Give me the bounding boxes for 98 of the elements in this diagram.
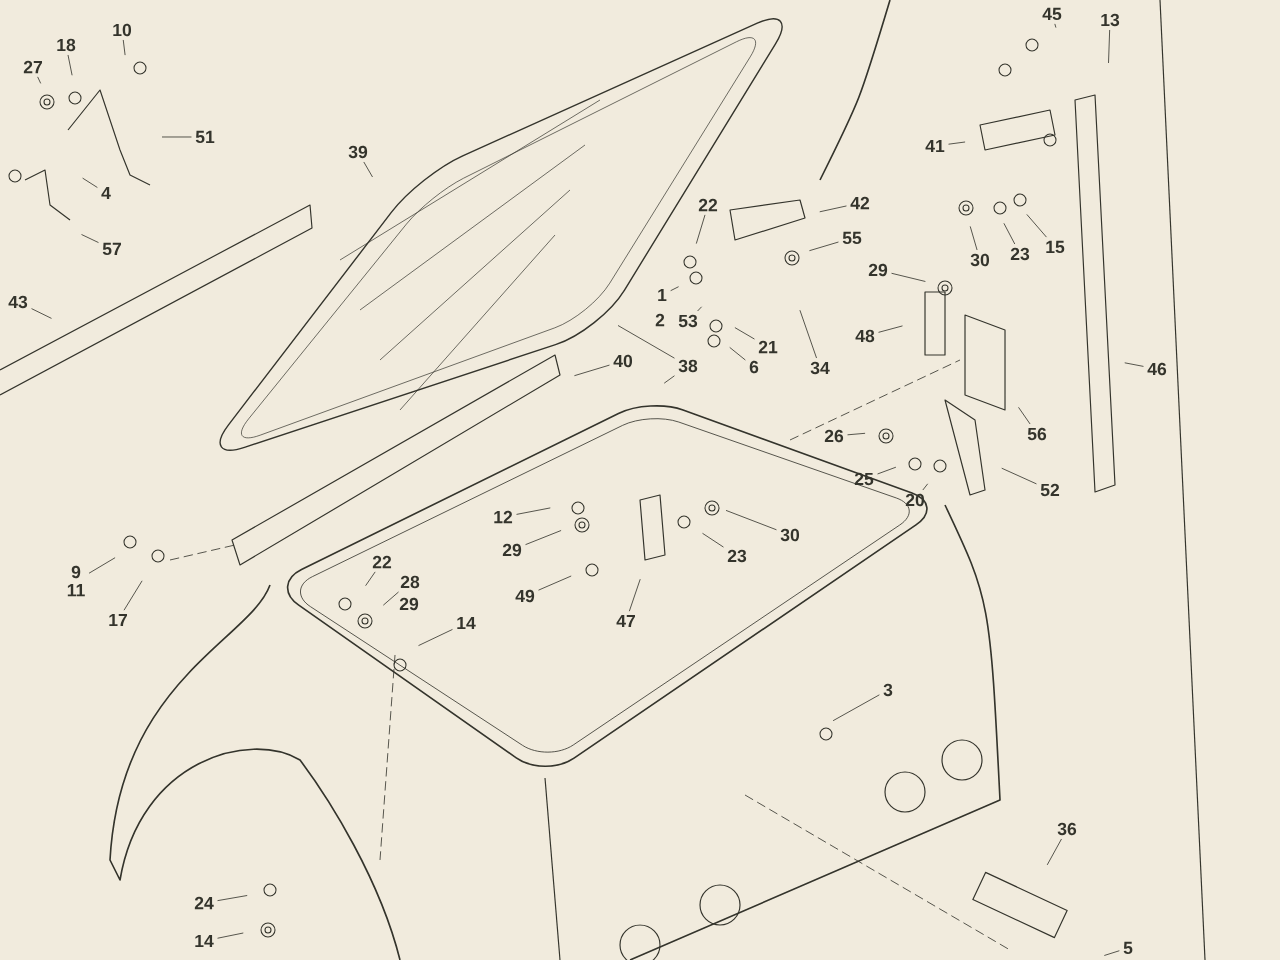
leader-line	[82, 177, 98, 188]
leader-line	[122, 39, 126, 56]
callout-number: 43	[8, 295, 28, 309]
callout-number: 57	[102, 242, 121, 256]
callout-number: 23	[1010, 247, 1030, 261]
callout-number: 4	[101, 186, 111, 200]
leader-line	[31, 308, 52, 319]
callout-number: 17	[109, 613, 127, 627]
leader-line	[418, 629, 453, 646]
leader-line	[819, 205, 847, 213]
leader-line	[832, 694, 880, 722]
leader-line	[1026, 214, 1047, 238]
leader-line	[81, 234, 99, 243]
callout-number: 41	[925, 139, 945, 153]
callout-number: 2	[655, 313, 665, 327]
leader-line	[948, 141, 966, 145]
callout-number: 30	[780, 528, 800, 542]
leader-line	[217, 895, 248, 902]
leader-line	[365, 571, 376, 587]
callout-number: 26	[824, 429, 844, 443]
callout-number: 13	[1101, 13, 1120, 27]
leader-line	[1054, 23, 1057, 28]
leader-line	[1124, 362, 1144, 367]
callout-number: 15	[1046, 240, 1065, 254]
callout-number: 34	[810, 361, 830, 375]
leader-line	[922, 483, 929, 491]
callout-number: 24	[194, 896, 214, 910]
leader-line	[217, 932, 244, 939]
leader-line	[161, 136, 192, 138]
callout-number: 12	[494, 510, 513, 524]
leader-line	[37, 76, 42, 84]
leader-line	[1018, 406, 1031, 425]
callout-number: 55	[842, 231, 862, 245]
leader-line	[617, 325, 675, 359]
callout-number: 1	[658, 288, 667, 302]
leader-line	[878, 325, 903, 333]
leader-line	[702, 532, 724, 548]
callout-number: 21	[758, 340, 778, 354]
callout-number: 29	[399, 597, 419, 611]
leader-line	[363, 161, 373, 178]
leader-line	[88, 557, 116, 574]
callout-number: 46	[1147, 362, 1167, 376]
callout-number: 51	[195, 130, 215, 144]
leader-line	[809, 241, 839, 252]
callout-number: 53	[678, 314, 698, 328]
leader-line	[1001, 467, 1037, 485]
callout-number: 9 11	[67, 565, 85, 597]
leader-line	[1103, 950, 1120, 956]
leader-line	[729, 347, 746, 361]
callout-number: 22	[698, 198, 718, 212]
callout-number: 22	[372, 555, 392, 569]
leader-line	[697, 306, 702, 312]
leader-line	[891, 272, 926, 282]
leader-line	[734, 327, 755, 340]
leader-line	[628, 578, 641, 612]
callout-number: 20	[905, 493, 925, 507]
callout-number: 48	[855, 329, 875, 343]
leader-line	[516, 507, 551, 515]
leader-line	[969, 226, 978, 251]
callout-number: 38	[678, 359, 698, 373]
leader-line	[574, 364, 610, 377]
leader-line	[663, 375, 675, 384]
leader-line	[847, 432, 866, 436]
leader-line	[799, 309, 817, 359]
callout-number: 5	[1123, 941, 1133, 955]
callout-number: 45	[1042, 7, 1062, 21]
callout-number: 36	[1057, 822, 1077, 836]
callout-number: 29	[502, 543, 522, 557]
callout-number: 10	[113, 23, 132, 37]
leader-line	[382, 591, 399, 606]
callout-number: 47	[616, 614, 635, 628]
leader-line	[1108, 29, 1111, 64]
leader-line	[1046, 838, 1062, 866]
leader-line	[538, 575, 572, 591]
callout-number: 52	[1040, 483, 1060, 497]
leader-line	[123, 580, 143, 611]
callout-number: 40	[613, 354, 633, 368]
callout-number: 23	[727, 549, 747, 563]
leader-line	[877, 466, 897, 475]
leader-line	[1003, 222, 1016, 245]
leader-line	[67, 54, 73, 76]
callout-number: 28	[400, 575, 420, 589]
callout-number: 27	[23, 60, 42, 74]
callout-number: 30	[970, 253, 990, 267]
callout-number: 29	[868, 263, 888, 277]
callout-number: 14	[195, 934, 214, 948]
callout-number: 56	[1027, 427, 1047, 441]
leader-line	[695, 214, 706, 244]
callout-number: 14	[457, 616, 476, 630]
callout-number: 18	[57, 38, 76, 52]
callout-number: 39	[348, 145, 368, 159]
callout-number: 42	[850, 196, 870, 210]
leader-line	[525, 530, 562, 546]
leader-line	[725, 510, 777, 531]
callout-number: 3	[883, 683, 893, 697]
leader-line	[670, 286, 679, 292]
callout-number: 49	[515, 589, 535, 603]
callout-number: 6	[749, 360, 759, 374]
